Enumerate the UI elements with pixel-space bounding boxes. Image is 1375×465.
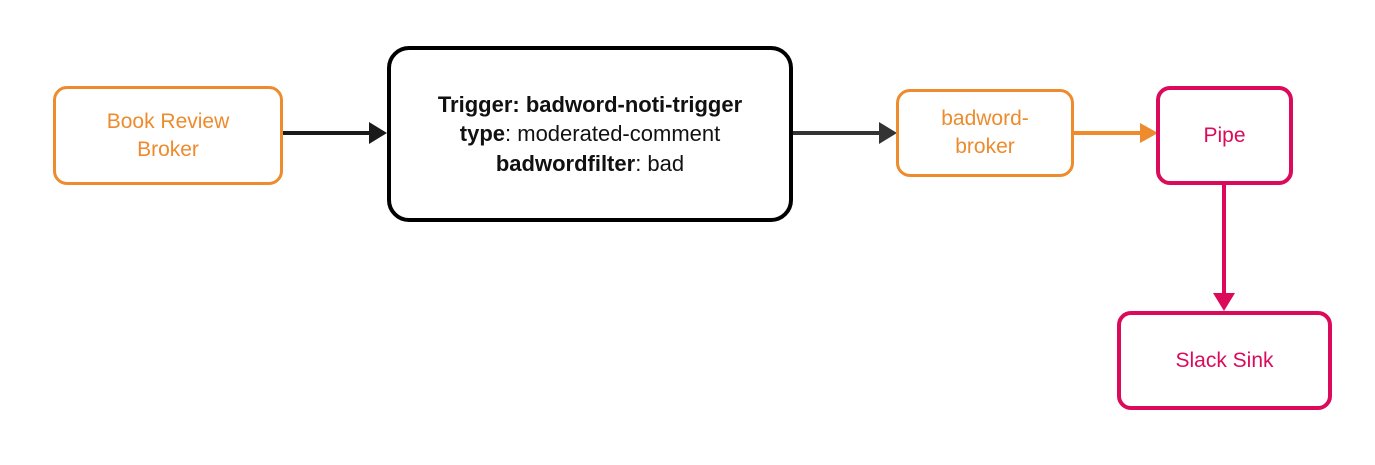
node-badword-broker-label: badword- broker (941, 105, 1029, 160)
node-label-line-1: Book Review (106, 109, 230, 133)
trigger-line-trigger: Trigger: badword-noti-trigger (405, 90, 775, 119)
node-badword-broker[interactable]: badword- broker (896, 89, 1074, 177)
trigger-line-badwordfilter-value: bad (647, 150, 685, 176)
node-book-review-broker-label: Book Review Broker (107, 108, 230, 163)
trigger-line-type-sep: : (505, 121, 518, 147)
node-trigger-content: Trigger: badword-noti-trigger type: mode… (391, 90, 789, 177)
node-slack-sink[interactable]: Slack Sink (1117, 311, 1332, 410)
edge-trigger-to-badword (793, 119, 899, 147)
edge-pipe-to-slack-sink (1210, 185, 1238, 313)
trigger-line-badwordfilter-sep: : (635, 150, 648, 176)
trigger-line-badwordfilter-label: badwordfilter (495, 150, 636, 176)
trigger-line-trigger-label: Trigger: (437, 92, 520, 118)
node-label-line-2: Broker (137, 137, 199, 161)
trigger-line-type-label: type (459, 121, 506, 147)
node-trigger[interactable]: Trigger: badword-noti-trigger type: mode… (387, 46, 793, 222)
node-pipe-label: Pipe (1203, 123, 1246, 147)
edge-broker-to-trigger (283, 119, 389, 147)
node-badword-broker-line-2: broker (955, 135, 1015, 158)
node-pipe[interactable]: Pipe (1156, 86, 1293, 185)
edge-badword-to-pipe (1074, 119, 1160, 147)
node-badword-broker-line-1: badword- (941, 107, 1029, 131)
trigger-line-type: type: moderated-comment (405, 119, 775, 148)
trigger-line-badwordfilter: badwordfilter: bad (405, 149, 775, 178)
node-slack-sink-label: Slack Sink (1175, 348, 1274, 372)
trigger-line-type-value: moderated-comment (517, 121, 721, 147)
trigger-line-trigger-value: badword-noti-trigger (525, 92, 743, 118)
node-book-review-broker[interactable]: Book Review Broker (53, 86, 283, 185)
